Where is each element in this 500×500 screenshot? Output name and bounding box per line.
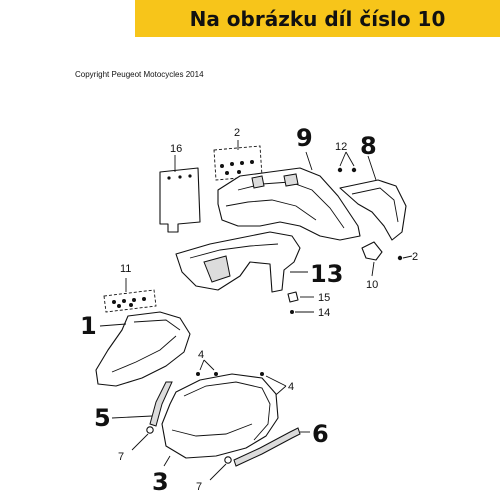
part-15-nut — [287, 291, 314, 303]
label-13: 13 — [310, 260, 343, 288]
part-14-screw — [290, 310, 314, 314]
label-2-upper: 2 — [234, 127, 240, 139]
label-9: 9 — [296, 124, 313, 152]
label-7-left: 7 — [118, 451, 124, 463]
label-1: 1 — [80, 312, 97, 340]
part-2-screw-right — [397, 255, 413, 261]
part-9-inner-cover — [217, 151, 361, 241]
title-text: Na obrázku díl číslo 10 — [189, 6, 446, 31]
part-3-leg-shield — [161, 373, 279, 467]
part-6-trim-strip — [233, 427, 310, 467]
part-1-front-shell — [95, 311, 191, 387]
part-8-bracket — [339, 155, 407, 241]
copyright-text: Copyright Peugeot Motocycles 2014 — [75, 70, 204, 79]
part-13-inner-panel — [175, 231, 308, 293]
part-16-panel — [159, 155, 201, 233]
label-6: 6 — [312, 420, 329, 448]
part-7-clip-left — [131, 426, 154, 451]
label-3: 3 — [152, 468, 169, 496]
label-5: 5 — [94, 404, 111, 432]
label-15: 15 — [318, 292, 330, 304]
part-12-screws — [337, 151, 357, 173]
label-2-right: 2 — [412, 251, 418, 263]
label-10: 10 — [366, 279, 378, 291]
label-16: 16 — [170, 143, 182, 155]
label-12: 12 — [335, 141, 347, 153]
part-5-trim-strip — [111, 381, 173, 427]
label-14: 14 — [318, 307, 330, 319]
title-banner: Na obrázku díl číslo 10 — [135, 0, 500, 37]
part-4-screws-upper — [196, 359, 218, 376]
label-11: 11 — [120, 263, 131, 275]
part-7-clip-lower — [209, 456, 232, 481]
label-8: 8 — [360, 132, 377, 160]
part-10-clip — [361, 241, 383, 277]
label-4-upper: 4 — [198, 349, 204, 361]
part-11-screws — [103, 278, 157, 313]
label-4-right: 4 — [288, 381, 294, 393]
label-7-lower: 7 — [196, 481, 202, 493]
